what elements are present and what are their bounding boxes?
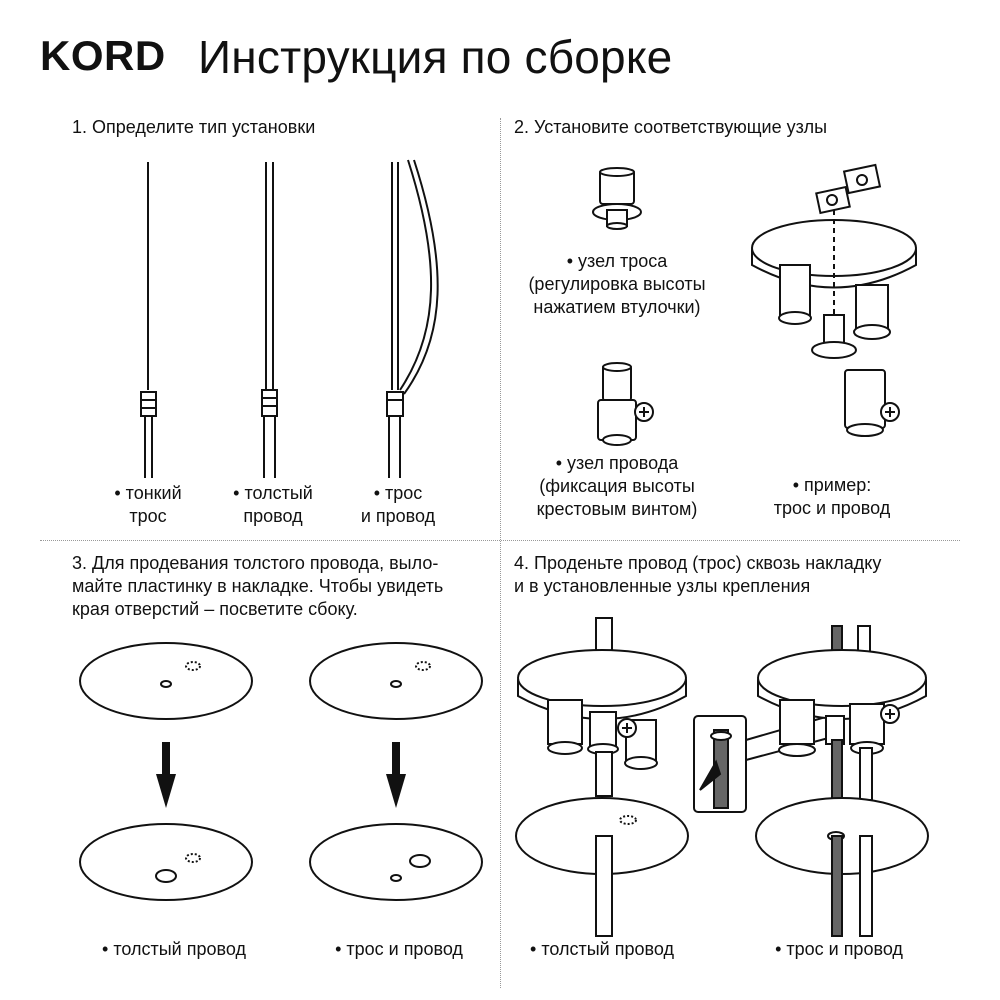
caption-cable-and-wire-canopy: • трос и провод	[335, 939, 463, 959]
caption-line: и провод	[360, 506, 436, 526]
wire-node-part	[597, 362, 654, 446]
canopy-top-right	[309, 642, 483, 720]
assembly-thick-wire	[515, 617, 689, 937]
caption-line: (фиксация высоты	[539, 476, 695, 496]
caption-line: трос	[129, 506, 167, 526]
caption-cable-and-wire-assembly: • трос и провод	[775, 939, 903, 959]
step-1-heading: 1. Определите тип установки	[72, 117, 316, 137]
step-3-line-3: края отверстий – посветите сбоку.	[72, 599, 358, 619]
caption-line: • пример:	[792, 475, 872, 495]
caption-thin-cable: • тонкий трос	[92, 482, 204, 528]
caption-line: трос и провод	[773, 498, 891, 518]
down-arrow-icon	[156, 742, 176, 808]
caption-cable-node: • узел троса (регулировка высоты нажатие…	[512, 250, 722, 319]
caption-line: • трос	[373, 483, 423, 503]
caption-wire-node: • узел провода (фиксация высоты крестовы…	[512, 452, 722, 521]
caption-line: • тонкий	[114, 483, 182, 503]
caption-line: (регулировка высоты	[528, 274, 706, 294]
caption-thick-wire: • толстый провод	[210, 482, 336, 528]
brand-logo: KORD	[40, 32, 166, 79]
caption-line: • узел троса	[566, 251, 668, 271]
canopy-bottom-left	[79, 823, 253, 901]
canopy-bottom-right	[309, 823, 483, 901]
vertical-divider	[500, 118, 501, 988]
thick-wire-illustration	[261, 162, 278, 478]
zoom-detail-box	[693, 713, 837, 813]
assembly-cable-and-wire	[755, 625, 929, 937]
step-4-line-2: и в установленные узлы крепления	[514, 576, 811, 596]
down-arrow-icon	[386, 742, 406, 808]
canopy-top-left	[79, 642, 253, 720]
caption-line: • толстый	[233, 483, 313, 503]
cable-and-wire-illustration	[386, 159, 439, 478]
caption-line: • узел провода	[555, 453, 679, 473]
caption-thick-wire-assembly: • толстый провод	[530, 939, 674, 959]
step-3-line-1: 3. Для продевания толстого провода, выло…	[72, 553, 439, 573]
step-4-line-1: 4. Проденьте провод (трос) сквозь наклад…	[514, 553, 882, 573]
caption-cable-and-wire: • трос и провод	[342, 482, 454, 528]
caption-thick-wire-canopy: • толстый провод	[102, 939, 246, 959]
caption-line: провод	[243, 506, 303, 526]
caption-example: • пример: трос и провод	[752, 474, 912, 520]
step-3-line-2: майте пластинку в накладке. Чтобы увидет…	[72, 576, 444, 596]
caption-line: крестовым винтом)	[536, 499, 698, 519]
page-title: Инструкция по сборке	[198, 31, 673, 83]
step-3-heading: 3. Для продевания толстого провода, выло…	[72, 552, 443, 621]
step-2-heading: 2. Установите соответствующие узлы	[514, 117, 828, 137]
caption-line: нажатием втулочки)	[533, 297, 701, 317]
thin-cable-illustration	[140, 162, 157, 478]
example-assembly	[751, 163, 917, 437]
horizontal-divider	[40, 540, 960, 541]
cable-node-part	[592, 167, 642, 230]
step-4-heading: 4. Проденьте провод (трос) сквозь наклад…	[514, 552, 881, 598]
